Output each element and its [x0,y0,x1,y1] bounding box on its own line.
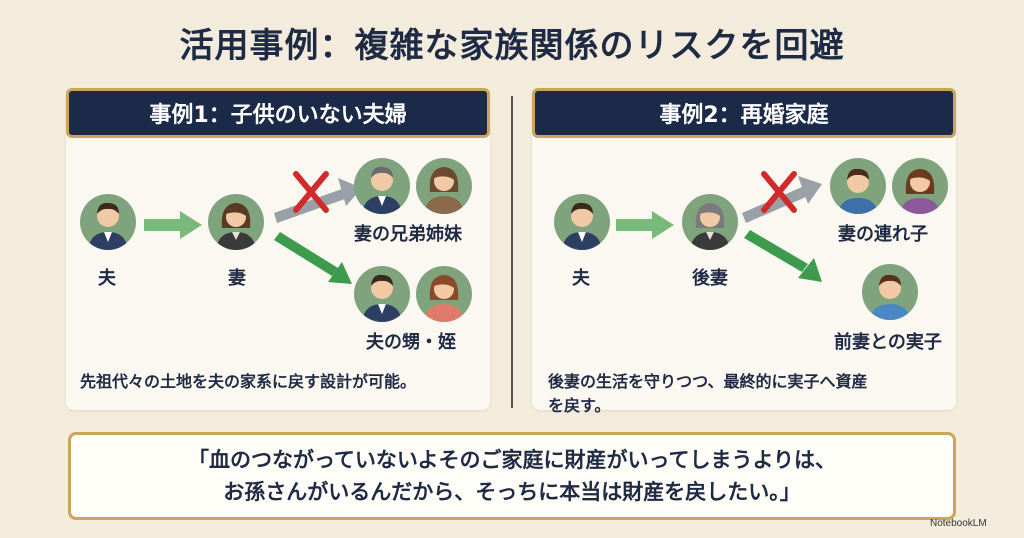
page-title: 活用事例：複雑な家族関係のリスクを回避 [179,26,845,66]
red-x-icon [293,171,329,213]
case1-note: 先祖代々の土地を夫の家系に戻す設計が可能。 [80,372,417,391]
quote-line2: お孫さんがいるんだから、そっちに本当は財産を戻したい。」 [223,480,801,504]
green-arrow-icon [274,232,352,284]
quote-box: 「血のつながっていないよそのご家庭に財産がいってしまうよりは、 お孫さんがいるん… [68,432,956,520]
husband-label: 夫 [572,268,590,289]
own-child-label: 前妻との実子 [834,332,942,353]
green-arrow-icon [144,211,202,239]
gray-arrow-icon [742,176,822,223]
man-avatar-icon [354,158,410,214]
wife-label: 妻 [228,268,246,289]
siblings-label: 妻の兄弟姉妹 [354,224,462,245]
case2-note-line2: を戻す。 [548,396,611,415]
case1-header: 事例1：子供のいない夫婦 [66,88,490,138]
divider [511,96,513,408]
boy-avatar-icon [830,158,886,214]
stepchild-label: 妻の連れ子 [838,224,928,245]
woman-avatar-icon [208,194,264,250]
nephews-label: 夫の甥・姪 [366,332,456,353]
man-avatar-icon [554,194,610,250]
girl-avatar-icon [416,266,472,322]
girl-avatar-icon [892,158,948,214]
green-arrow-icon [616,211,674,239]
boy-avatar-icon [354,266,410,322]
case2-header: 事例2：再婚家庭 [532,88,956,138]
boy-avatar-icon [862,264,918,320]
brand-watermark: NotebookLM [930,518,987,529]
case2-note: 後妻の生活を守りつつ、最終的に実子へ資産 を戻す。 [548,370,868,418]
red-x-icon [761,171,797,213]
woman-avatar-icon [416,158,472,214]
woman-avatar-icon [682,194,738,250]
case1-card: 事例1：子供のいない夫婦 夫 妻 妻の兄弟姉妹 [66,88,490,410]
gray-arrow-icon [274,178,362,223]
green-arrow-icon [744,230,822,282]
quote-line1: 「血のつながっていないよそのご家庭に財産がいってしまうよりは、 [187,448,837,472]
case2-note-line1: 後妻の生活を守りつつ、最終的に実子へ資産 [548,372,868,391]
husband-label: 夫 [98,268,116,289]
second-wife-label: 後妻 [692,268,728,289]
case2-card: 事例2：再婚家庭 夫 後妻 妻の連れ子 前妻との実子 [532,88,956,415]
man-avatar-icon [80,194,136,250]
